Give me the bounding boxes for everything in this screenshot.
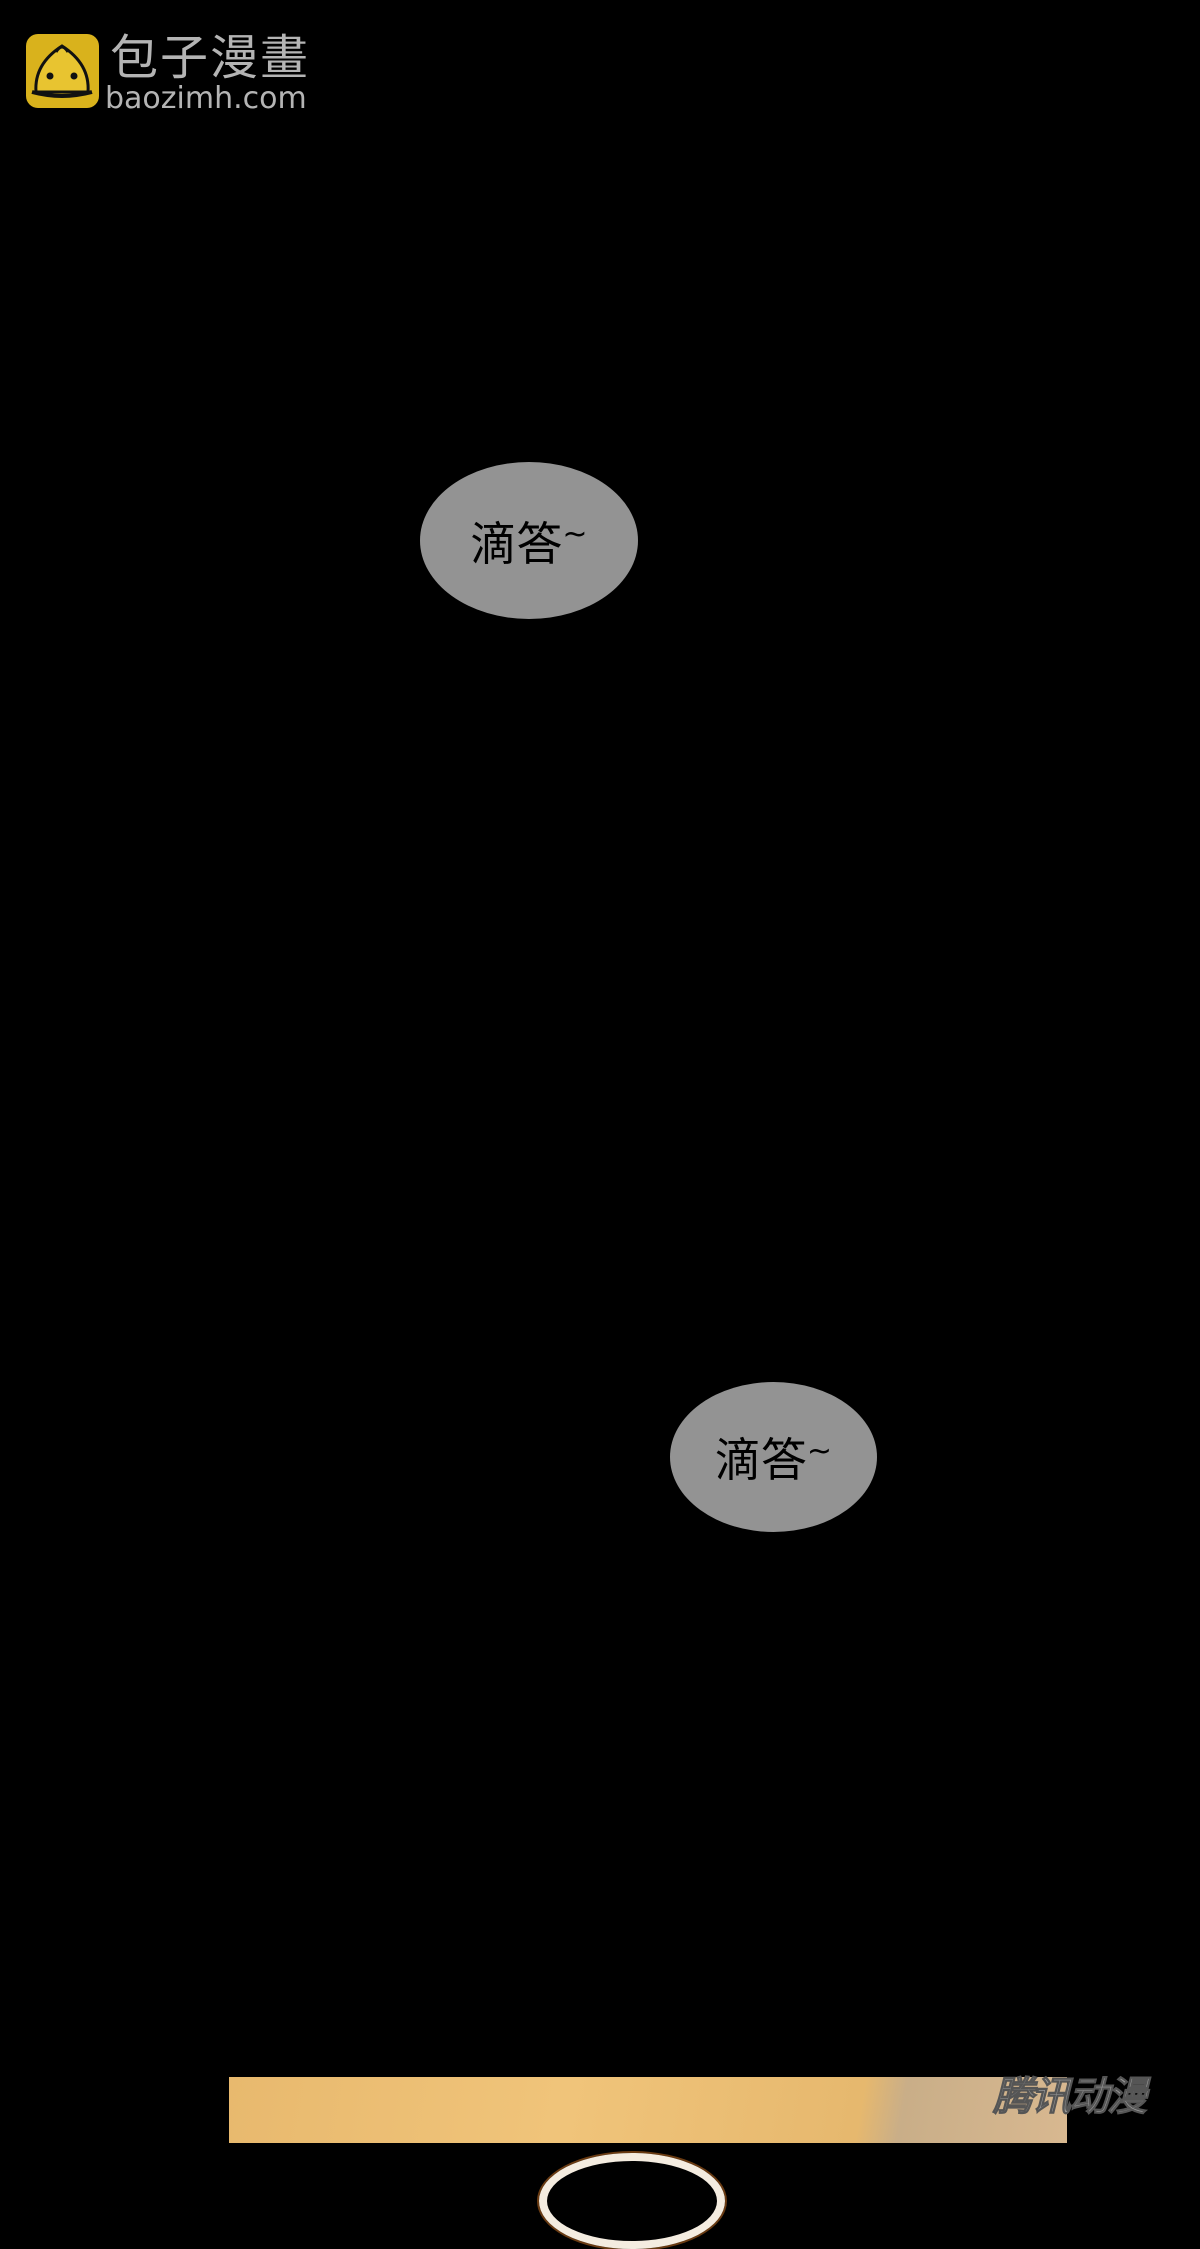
baozi-logo-icon xyxy=(26,34,99,108)
bubble-tilde: ~ xyxy=(806,1433,833,1469)
bubble-text: 滴答 xyxy=(714,1433,807,1487)
tencent-comic-watermark: 腾讯动漫 xyxy=(993,2074,1148,2121)
speech-bubble: 滴答~ xyxy=(420,462,638,619)
comic-drawing xyxy=(539,2153,725,2249)
comic-panel-wood xyxy=(229,2077,1067,2249)
speech-bubble: 滴答~ xyxy=(670,1382,877,1532)
bubble-text: 滴答 xyxy=(470,516,563,571)
bubble-tilde: ~ xyxy=(562,517,588,552)
site-name: 包子漫畫 xyxy=(110,30,311,86)
site-url: baozimh.com xyxy=(105,81,307,116)
